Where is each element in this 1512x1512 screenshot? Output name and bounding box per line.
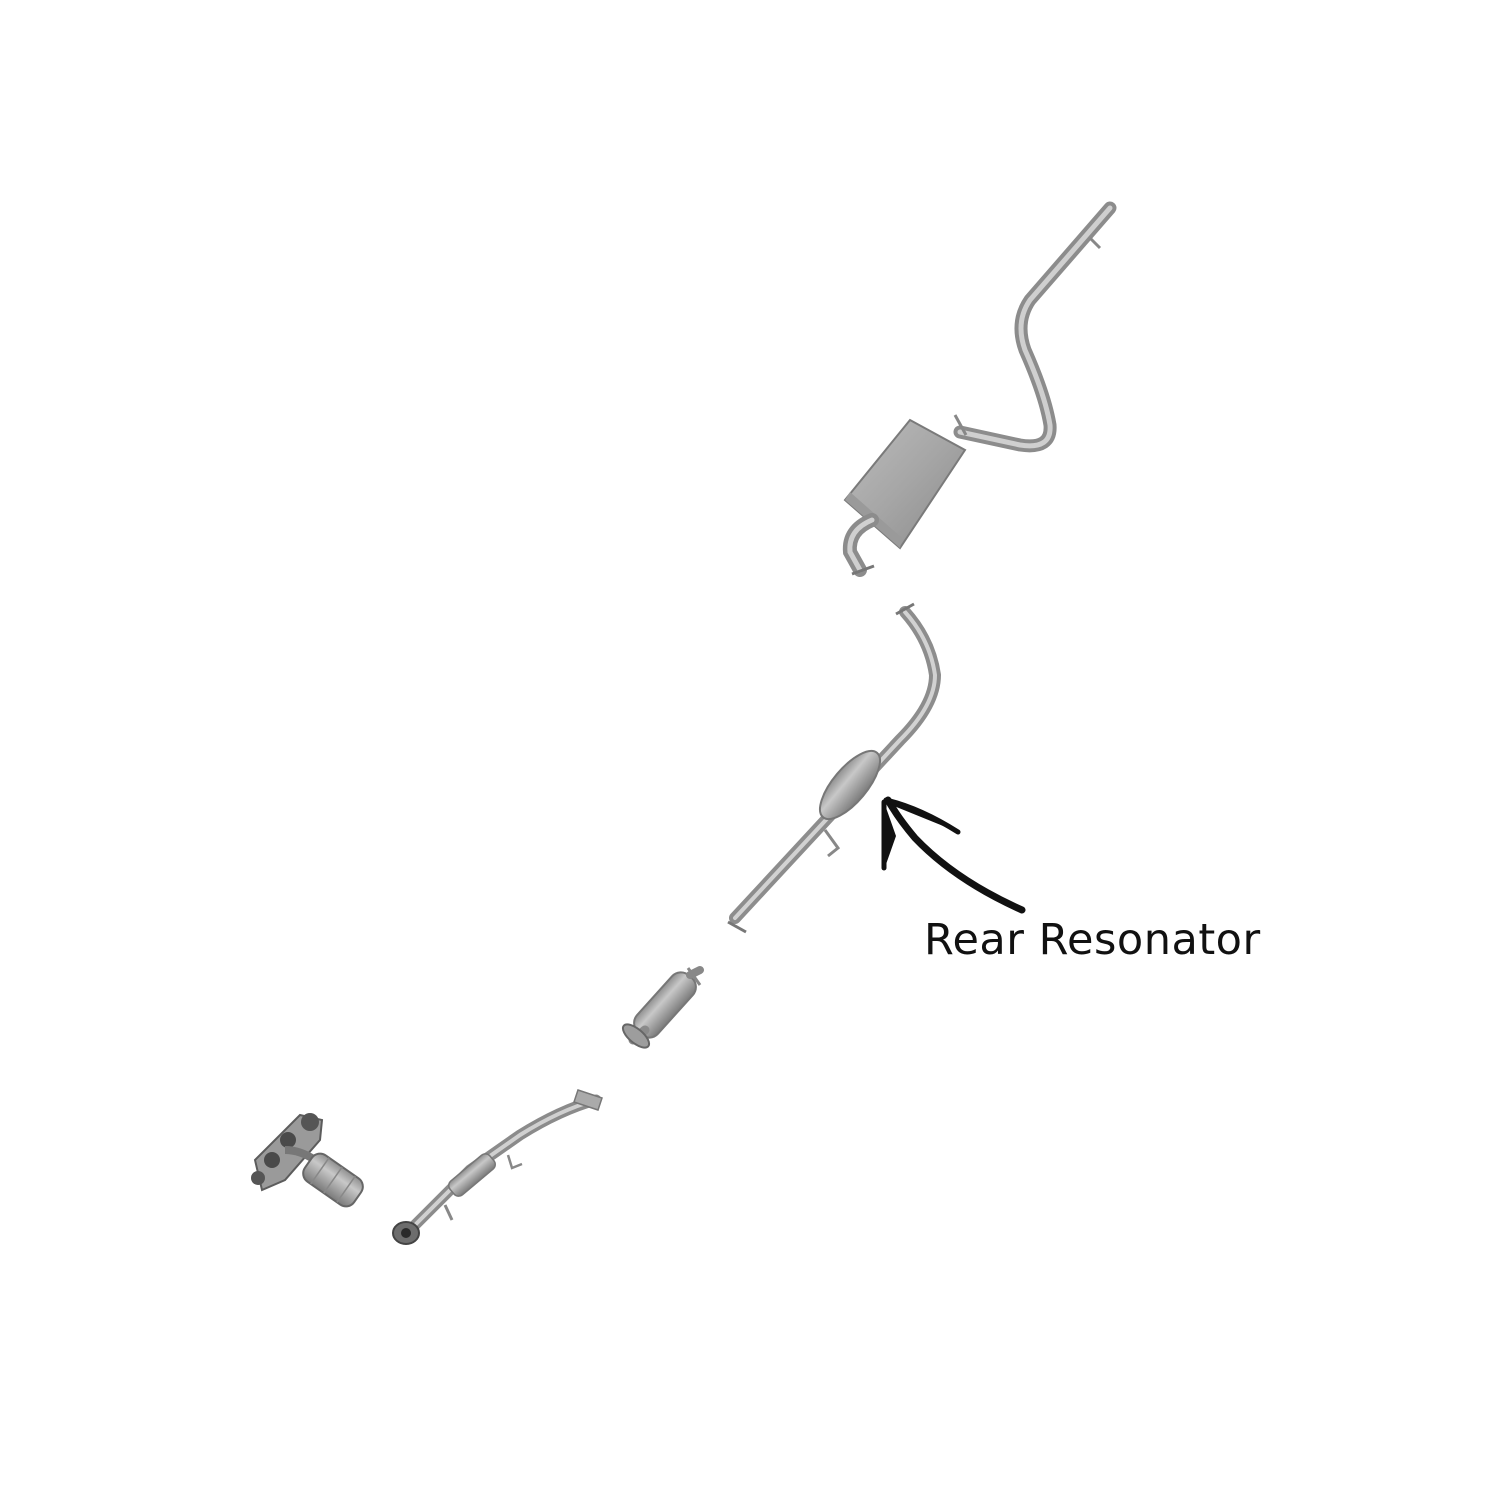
callout-arrow (881, 796, 1026, 914)
rear-resonator-pipe (727, 602, 941, 934)
exhaust-manifold-converter (251, 1113, 364, 1208)
muffler-tailpipe (842, 201, 1117, 577)
rear-resonator-label: Rear Resonator (924, 915, 1261, 965)
front-flex-pipe (392, 1089, 603, 1245)
catalytic-converter (621, 966, 704, 1049)
